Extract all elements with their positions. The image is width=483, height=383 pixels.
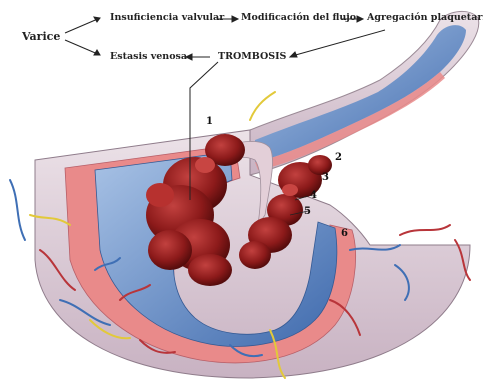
flow-node-agregacion: Agregación plaquetaria	[367, 12, 483, 23]
flow-node-insuficiencia: Insuficiencia valvular	[110, 12, 224, 23]
callout-number-3: 3	[322, 172, 329, 183]
callout-number-5: 5	[304, 206, 311, 217]
callout-number-1: 1	[206, 116, 213, 127]
callout-number-2: 2	[335, 152, 342, 163]
flow-node-modificacion: Modificación del flujo	[241, 12, 356, 23]
flow-node-trombosis: TROMBOSIS	[218, 51, 286, 62]
flow-root-varice: Varice	[22, 30, 60, 43]
callout-number-6: 6	[341, 228, 348, 239]
flow-node-estasis: Estasis venosa	[110, 51, 187, 62]
callout-number-4: 4	[310, 190, 317, 201]
